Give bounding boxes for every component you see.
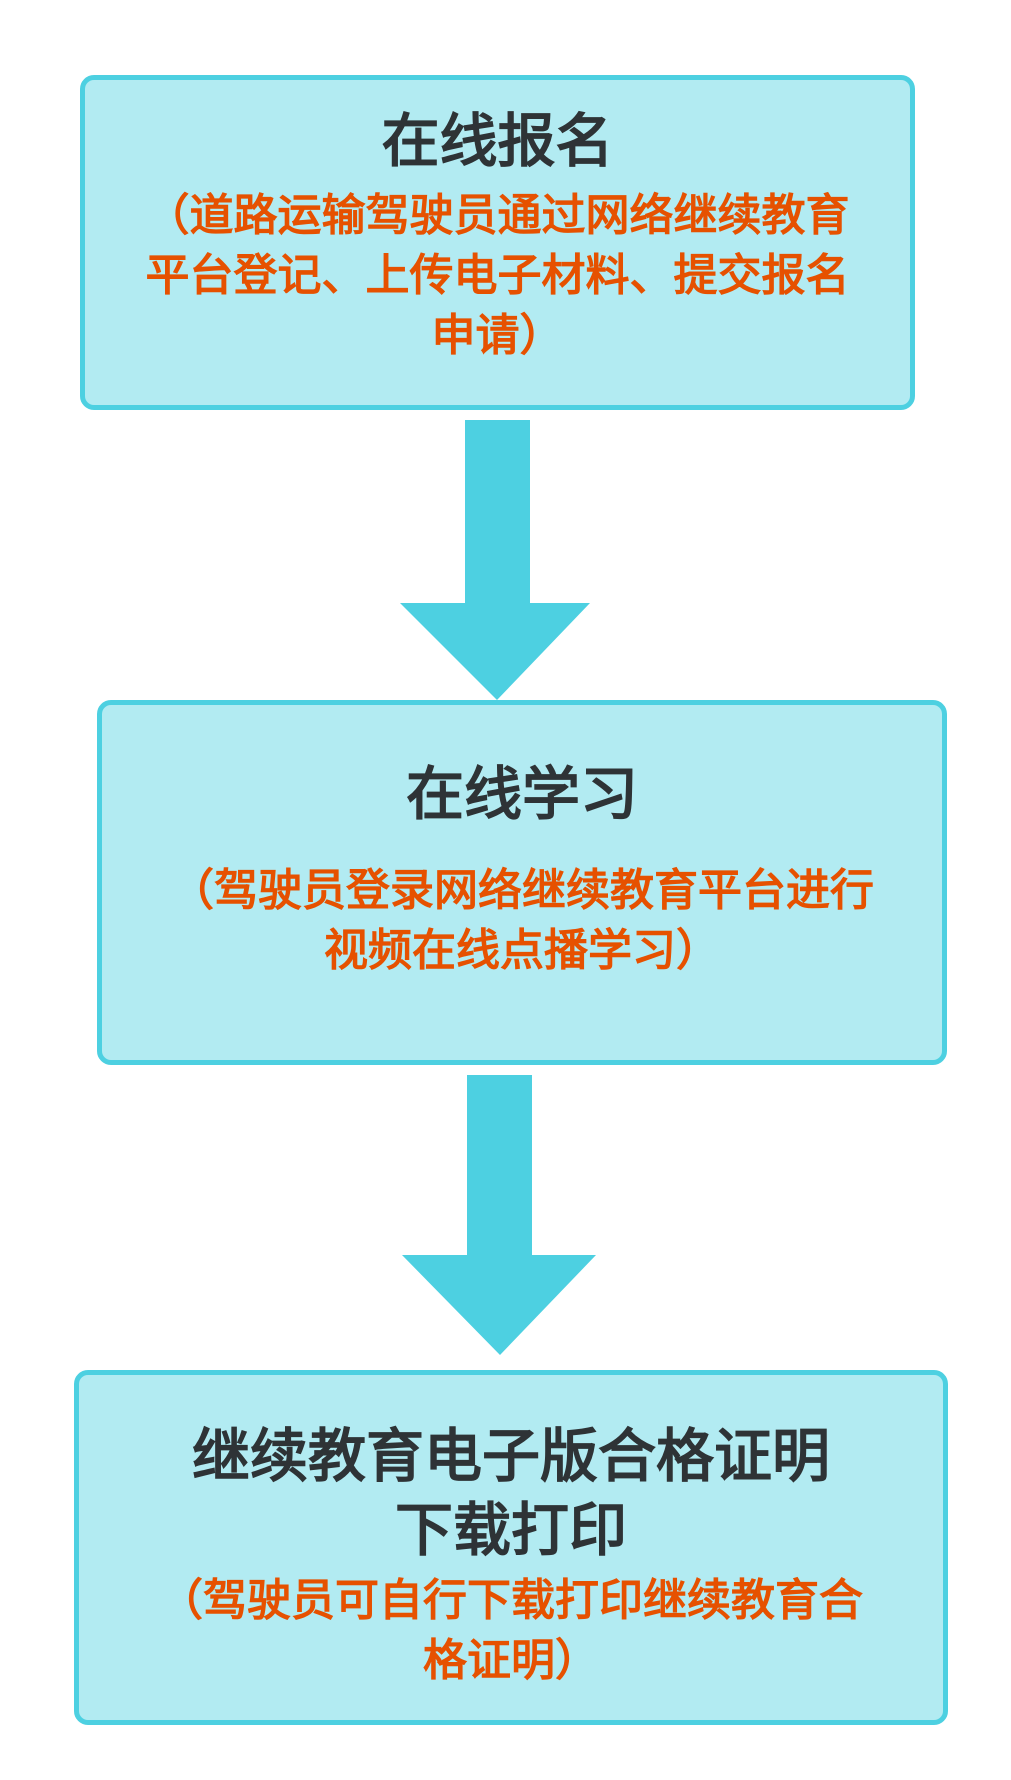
down-arrow-1 [400,420,590,700]
step-title-line: 继续教育电子版合格证明 [191,1422,830,1490]
step-description: （驾驶员可自行下载打印继续教育合 格证明） [99,1571,923,1691]
step-description: （驾驶员登录网络继续教育平台进行 视频在线点播学习） [122,861,922,981]
step-desc-line: 申请） [431,310,564,361]
down-arrow-2 [402,1075,596,1355]
step-desc-line: 平台登记、上传电子材料、提交报名 [145,250,850,301]
step-box-online-registration: 在线报名 （道路运输驾驶员通过网络继续教育 平台登记、上传电子材料、提交报名 申… [80,75,915,410]
step-title: 在线学习 [122,757,922,831]
step-title-line: 在线报名 [381,107,614,175]
step-desc-line: （道路运输驾驶员通过网络继续教育 [145,190,850,241]
step-desc-line: （驾驶员登录网络继续教育平台进行 [170,865,874,916]
step-title: 继续教育电子版合格证明 下载打印 [99,1419,923,1567]
step-title-line: 下载打印 [394,1496,627,1564]
step-desc-line: 视频在线点播学习） [324,925,720,976]
step-desc-line: （驾驶员可自行下载打印继续教育合 [159,1575,863,1626]
step-box-certificate-download: 继续教育电子版合格证明 下载打印 （驾驶员可自行下载打印继续教育合 格证明） [74,1370,948,1725]
step-title: 在线报名 [105,104,890,178]
step-desc-line: 格证明） [423,1635,599,1686]
step-title-line: 在线学习 [405,760,638,828]
step-description: （道路运输驾驶员通过网络继续教育 平台登记、上传电子材料、提交报名 申请） [105,186,890,366]
step-box-online-learning: 在线学习 （驾驶员登录网络继续教育平台进行 视频在线点播学习） [97,700,947,1065]
